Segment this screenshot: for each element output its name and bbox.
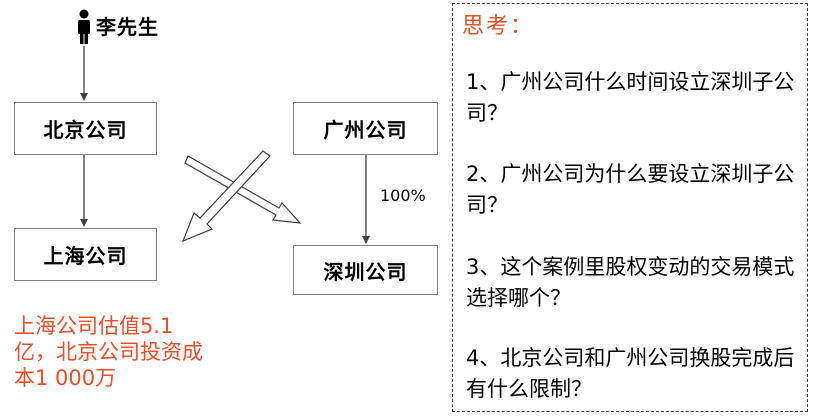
ownership-percentage-label: 100% (380, 186, 426, 205)
company-box-guangzhou: 广州公司 (293, 102, 438, 155)
question-2: 2、广州公司为什么要设立深圳子公司？ (466, 162, 795, 217)
exchange-arrow-to-shanghai (181, 150, 271, 243)
thinking-title: 思考： (462, 14, 535, 39)
exchange-arrow-to-shenzhen (184, 155, 302, 224)
company-box-beijing: 北京公司 (14, 102, 157, 155)
company-box-shenzhen: 深圳公司 (293, 245, 438, 295)
question-1: 1、广州公司什么时间设立深圳子公司？ (466, 70, 795, 125)
company-box-shanghai: 上海公司 (14, 228, 157, 281)
question-3: 3、这个案例里股权变动的交易模式选择哪个？ (466, 255, 795, 310)
person-icon (78, 9, 90, 44)
valuation-note: 上海公司估值5.1亿，北京公司投资成本1 000万 (14, 314, 203, 390)
person-name: 李先生 (96, 15, 159, 39)
question-4: 4、北京公司和广州公司换股完成后有什么限制？ (466, 346, 795, 401)
thinking-panel (452, 3, 808, 412)
